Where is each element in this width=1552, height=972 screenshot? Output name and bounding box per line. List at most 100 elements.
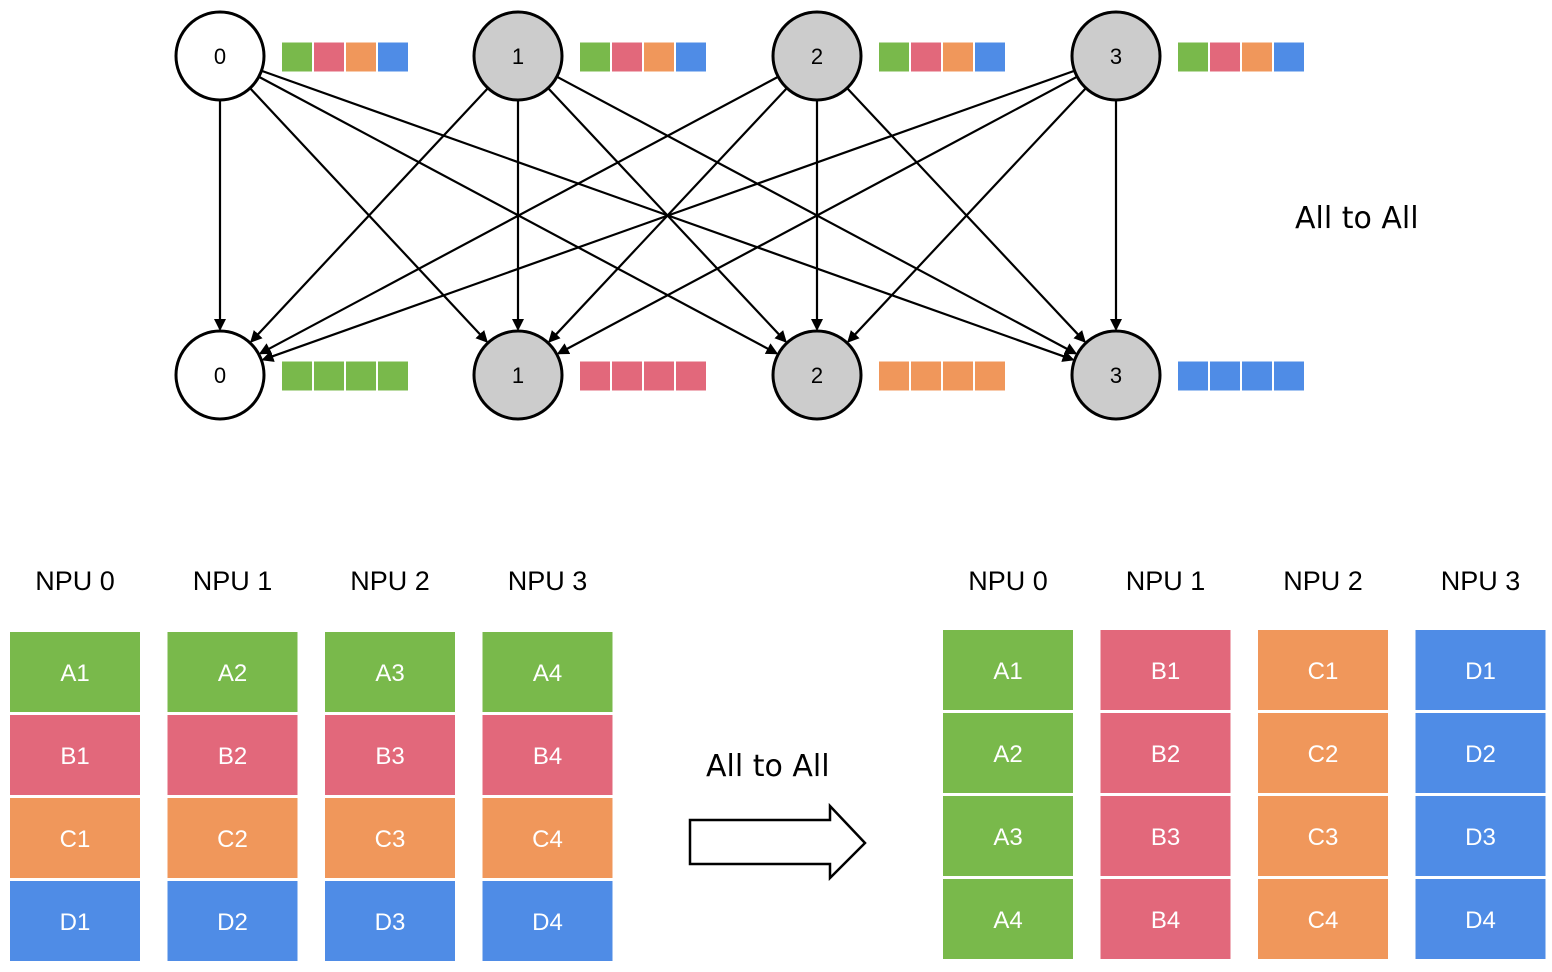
top-node-circle [472, 10, 564, 102]
edge-2-to-0 [258, 75, 779, 355]
after-cell-label: A3 [993, 824, 1022, 851]
after-cell-label: C1 [1308, 658, 1339, 685]
before-cell-label: A1 [60, 660, 89, 687]
after-cell-bg [1415, 630, 1546, 710]
after-cell-label: A1 [993, 658, 1022, 685]
edge-3-to-0 [261, 69, 1075, 362]
bottom-chunk-2-0 [879, 361, 909, 391]
top-node-label: 1 [512, 44, 524, 69]
before-cell-label: C2 [217, 826, 248, 853]
before-npu-header: NPU 0 [35, 566, 115, 596]
before-cell-bg [10, 798, 140, 878]
bottom-chunk-1-0 [580, 361, 610, 391]
after-cell-label: D2 [1465, 741, 1496, 768]
top-node-circle [1070, 10, 1162, 102]
bottom-chunk-2-1 [911, 361, 941, 391]
top-chunk-1-1 [612, 42, 642, 72]
after-cell-label: B1 [1151, 658, 1180, 685]
top-chunk-3-1 [1210, 42, 1240, 72]
before-cell-label: C4 [532, 826, 563, 853]
after-cell-bg [943, 796, 1073, 876]
before-cell-label: B3 [375, 743, 404, 770]
before-cell-bg [167, 715, 298, 795]
before-cell-label: C1 [60, 826, 91, 853]
bottom-node-label: 1 [512, 363, 524, 388]
after-cell-bg [943, 630, 1073, 710]
after-cell-label: B3 [1151, 824, 1180, 851]
bottom-chunk-3-3 [1274, 361, 1304, 391]
before-cell-bg [325, 715, 455, 795]
top-node-3: 3 [1070, 10, 1162, 102]
before-cell-label: D3 [375, 909, 406, 936]
before-cell-bg [482, 798, 613, 878]
before-cell-bg [482, 632, 613, 712]
top-chunk-2-3 [975, 42, 1005, 72]
bottom-chunk-0-1 [314, 361, 344, 391]
after-cell-bg [1415, 796, 1546, 876]
before-cell-label: D1 [60, 909, 91, 936]
before-cell-bg [10, 715, 140, 795]
top-node-label: 0 [214, 44, 226, 69]
before-cell-label: A3 [375, 660, 404, 687]
after-cell-label: C4 [1308, 907, 1339, 934]
after-cell-bg [1415, 713, 1546, 793]
before-cell-bg [482, 881, 613, 961]
bottom-chunk-1-2 [644, 361, 674, 391]
before-cell-label: B4 [533, 743, 562, 770]
edge-1-to-0 [250, 87, 489, 343]
after-cell-label: D4 [1465, 907, 1496, 934]
bottom-node-circle [174, 329, 266, 421]
bottom-chunk-1-3 [676, 361, 706, 391]
edges-layer [214, 69, 1122, 362]
before-cell-bg [167, 798, 298, 878]
after-cell-label: D3 [1465, 824, 1496, 851]
top-chunk-1-3 [676, 42, 706, 72]
edge-3-to-1 [556, 75, 1078, 355]
before-cell-bg [482, 715, 613, 795]
top-node-label: 2 [811, 44, 823, 69]
bottom-chunk-0-0 [282, 361, 312, 391]
before-npu-header: NPU 3 [508, 566, 588, 596]
after-cell-label: B2 [1151, 741, 1180, 768]
top-node-circle [174, 10, 266, 102]
bottom-node-0: 0 [174, 329, 266, 421]
top-chunk-1-0 [580, 42, 610, 72]
transform-arrow-label: All to All [706, 749, 830, 784]
graph-title: All to All [1295, 201, 1419, 236]
after-cell-bg [1258, 713, 1388, 793]
top-chunk-1-2 [644, 42, 674, 72]
top-chunk-2-2 [943, 42, 973, 72]
after-npu-header: NPU 1 [1126, 566, 1206, 596]
before-cell-label: A4 [533, 660, 562, 687]
bottom-chunk-0-3 [378, 361, 408, 391]
bottom-node-label: 3 [1110, 363, 1122, 388]
top-node-1: 1 [472, 10, 564, 102]
bottom-node-circle [472, 329, 564, 421]
bottom-node-3: 3 [1070, 329, 1162, 421]
after-cell-label: A2 [993, 741, 1022, 768]
bottom-node-circle [1070, 329, 1162, 421]
top-chunk-0-1 [314, 42, 344, 72]
after-cell-label: A4 [993, 907, 1022, 934]
after-cell-bg [943, 879, 1073, 959]
after-cell-bg [1100, 713, 1231, 793]
edge-3-to-2 [847, 87, 1087, 343]
after-cell-label: D1 [1465, 658, 1496, 685]
after-cell-label: C2 [1308, 741, 1339, 768]
after-cell-bg [1258, 796, 1388, 876]
after-cell-bg [1100, 879, 1231, 959]
after-cell-label: C3 [1308, 824, 1339, 851]
top-chunk-0-3 [378, 42, 408, 72]
top-chunk-3-2 [1242, 42, 1272, 72]
before-cell-bg [167, 881, 298, 961]
bottom-chunk-0-2 [346, 361, 376, 391]
